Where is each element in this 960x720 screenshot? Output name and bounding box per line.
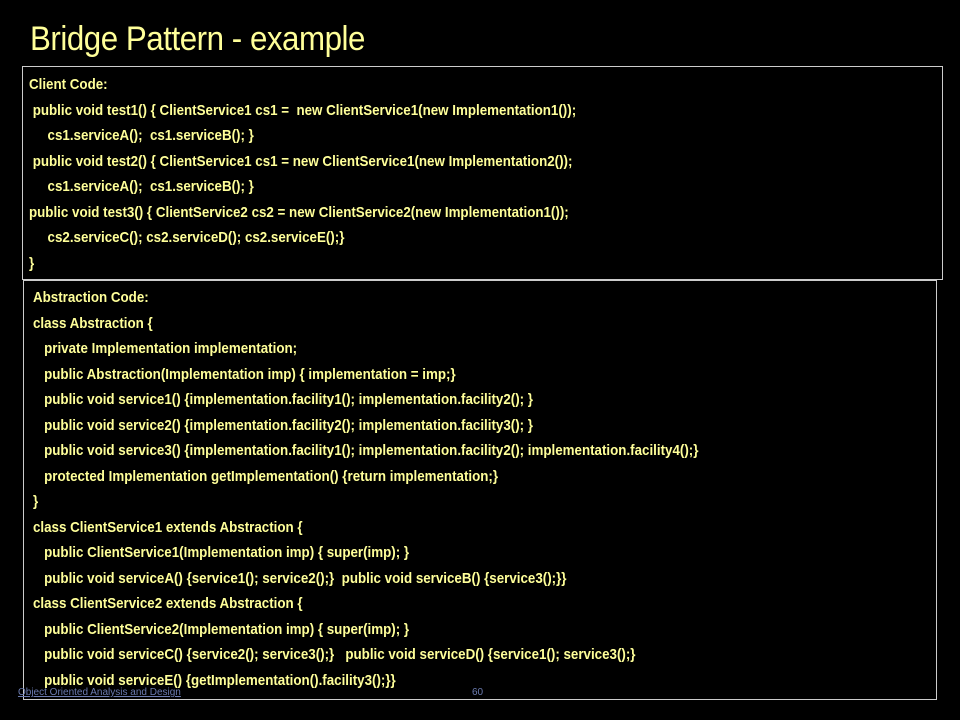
abstraction-code-line: public void service1() {implementation.f… [33, 391, 533, 408]
footer-page-number: 60 [472, 687, 484, 698]
client-code-line: public void test3() { ClientService2 cs2… [29, 204, 569, 221]
abstraction-code-line: public ClientService1(Implementation imp… [33, 544, 410, 561]
client-code-line: cs2.serviceC(); cs2.serviceD(); cs2.serv… [29, 229, 345, 246]
client-code-heading: Client Code: [29, 76, 108, 93]
abstraction-code-box: Abstraction Code: class Abstraction { pr… [23, 280, 937, 700]
client-code-line: public void test2() { ClientService1 cs1… [29, 153, 573, 170]
abstraction-code-line: protected Implementation getImplementati… [33, 468, 499, 485]
abstraction-code-line: public void service3() {implementation.f… [33, 442, 699, 459]
abstraction-code-line: private Implementation implementation; [33, 340, 298, 357]
abstraction-code-line: public ClientService2(Implementation imp… [33, 621, 410, 638]
abstraction-code-line: public void serviceE() {getImplementatio… [33, 672, 396, 689]
abstraction-code-line: public Abstraction(Implementation imp) {… [33, 366, 456, 383]
client-code-box: Client Code: public void test1() { Clien… [22, 66, 943, 280]
abstraction-code-heading: Abstraction Code: [33, 289, 149, 306]
slide-title: Bridge Pattern - example [30, 20, 365, 58]
client-code-line: } [29, 255, 35, 272]
client-code-line: public void test1() { ClientService1 cs1… [29, 102, 577, 119]
abstraction-code-line: class ClientService1 extends Abstraction… [33, 519, 303, 536]
abstraction-code-line: class Abstraction { [33, 315, 153, 332]
abstraction-code-line: public void service2() {implementation.f… [33, 417, 533, 434]
abstraction-code-line: public void serviceA() {service1(); serv… [33, 570, 567, 587]
client-code-line: cs1.serviceA(); cs1.serviceB(); } [29, 178, 254, 195]
footer-course-link[interactable]: Object Oriented Analysis and Design [18, 687, 181, 698]
abstraction-code-line: public void serviceC() {service2(); serv… [33, 646, 636, 663]
client-code-line: cs1.serviceA(); cs1.serviceB(); } [29, 127, 254, 144]
abstraction-code-line: class ClientService2 extends Abstraction… [33, 595, 303, 612]
abstraction-code-line: } [33, 493, 39, 510]
